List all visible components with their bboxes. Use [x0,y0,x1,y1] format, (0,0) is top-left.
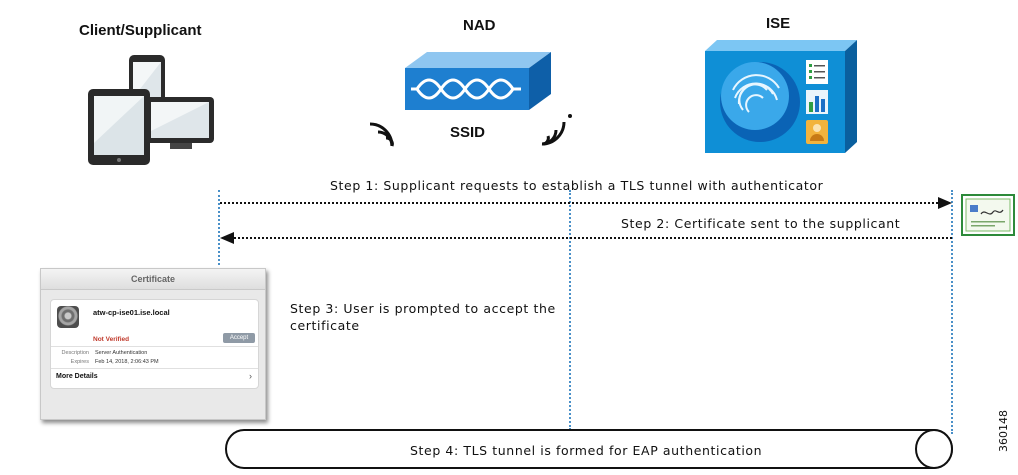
ise-title: ISE [766,15,791,32]
more-details-link[interactable]: More Details [56,373,98,380]
step3-label: Step 3: User is prompted to accept the c… [290,301,556,333]
certificate-dialog: Certificate atw-cp-ise01.ise.local Not V… [40,268,266,420]
wireless-signal-left-icon [369,122,394,147]
ise-lifeline [951,190,953,434]
message-arrows [220,197,952,244]
nad-lifeline [569,190,571,430]
divider [51,346,258,347]
certificate-icon [961,194,1015,236]
nad-switch-icon [405,52,551,110]
wireless-signal-right-icon [541,114,572,146]
certificate-status: Not Verified [93,336,130,343]
step1-label: Step 1: Supplicant requests to establish… [330,178,824,193]
chevron-right-icon[interactable]: › [249,371,252,381]
expires-value: Feb 14, 2018, 2:06:43 PM [95,359,159,365]
divider [51,368,258,369]
step2-label: Step 2: Certificate sent to the supplica… [621,216,901,231]
accept-button[interactable]: Accept [223,333,255,343]
client-title: Client/Supplicant [79,22,202,39]
certificate-hostname: atw-cp-ise01.ise.local [93,308,170,317]
step4-label: Step 4: TLS tunnel is formed for EAP aut… [410,443,763,458]
settings-gear-icon [57,306,79,328]
description-label: Description [61,350,89,356]
nad-title: NAD [463,17,496,34]
client-devices-icon [88,55,214,165]
ssid-label: SSID [450,124,486,141]
expires-label: Expires [70,359,89,365]
client-lifeline [218,190,220,265]
description-value: Server Authentication [95,350,148,356]
tls-tunnel-shape [225,429,953,469]
certificate-card: atw-cp-ise01.ise.local Not Verified Acce… [50,299,259,389]
figure-id: 360148 [997,410,1010,452]
ise-appliance-icon [705,40,857,153]
certificate-dialog-title: Certificate [41,269,265,290]
